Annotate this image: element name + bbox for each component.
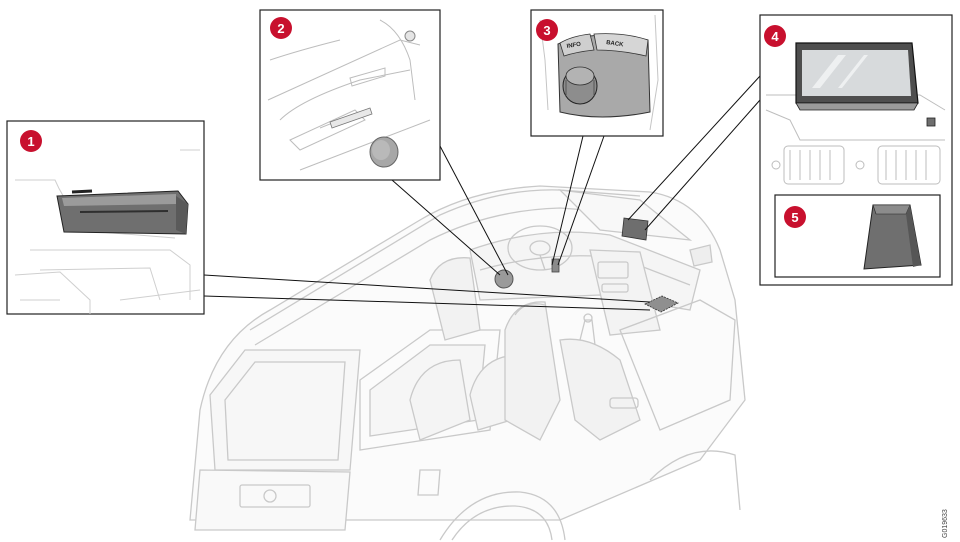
reference-code: G019633 [942, 509, 949, 538]
inset-1-media-player [6, 120, 205, 315]
inset-3-control-knob: INFO BACK [530, 9, 664, 137]
back-button [593, 33, 649, 57]
callout-number-5: 5 [791, 210, 798, 225]
callout-number-4: 4 [771, 29, 779, 44]
inset-2-door-speaker [259, 9, 441, 181]
callout-number-3: 3 [543, 23, 550, 38]
callout-badge-2: 2 [270, 17, 292, 39]
car-illustration [189, 185, 746, 541]
info-button-label: INFO [566, 42, 581, 50]
sensor-marker [926, 117, 936, 127]
callout-badge-1: 1 [20, 130, 42, 152]
callout-number-2: 2 [277, 21, 284, 36]
info-button [559, 33, 595, 57]
marker-control-knob [551, 258, 560, 273]
callout-badge-3: 3 [536, 19, 558, 41]
marker-media-player [644, 295, 679, 313]
car-component-markers [494, 217, 679, 313]
callout-badge-5: 5 [784, 206, 806, 228]
callout-number-1: 1 [27, 134, 34, 149]
back-button-label: BACK [606, 40, 625, 48]
inset-5-sensor [774, 194, 941, 278]
leader-lines [203, 75, 934, 311]
marker-display-screen [621, 217, 649, 241]
callout-badge-4: 4 [764, 25, 786, 47]
